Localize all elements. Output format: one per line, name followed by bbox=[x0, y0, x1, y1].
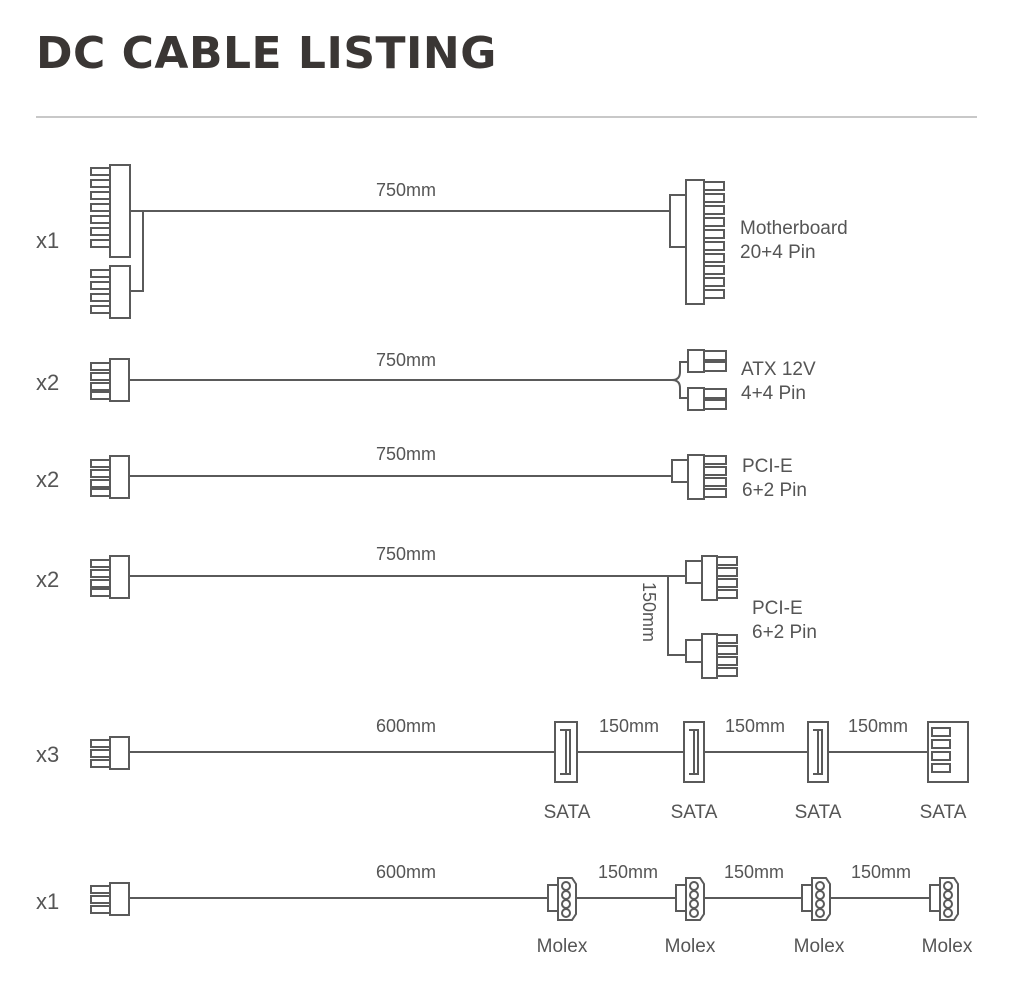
psu-connector-secondary bbox=[90, 265, 131, 319]
cable-length-label: 750mm bbox=[376, 350, 436, 370]
pcie-connector-2 bbox=[685, 633, 738, 679]
segment-length-label: 150mm bbox=[851, 862, 911, 882]
connector-label: Molex bbox=[665, 936, 716, 957]
sata-connector-1 bbox=[554, 721, 578, 783]
motherboard-connector bbox=[669, 179, 725, 305]
segment-length-label: 150mm bbox=[848, 716, 908, 736]
connector-label: SATA bbox=[795, 802, 842, 823]
connector-label: SATA bbox=[920, 802, 967, 823]
connector-label: SATA bbox=[671, 802, 718, 823]
cable-molex: x1 600mm 150mm 150mm 150mm bbox=[36, 862, 973, 957]
cable-pcie-single: x2 750mm PCI-E 6+2 Pin bbox=[36, 444, 807, 501]
cable-pcie-dual: x2 750mm 150mm PCI-E 6+2 bbox=[36, 544, 817, 679]
psu-connector bbox=[90, 358, 130, 402]
cable-quantity: x1 bbox=[36, 228, 59, 253]
molex-connector-1 bbox=[547, 877, 577, 921]
psu-connector-main bbox=[90, 164, 131, 258]
segment-length-label: 150mm bbox=[598, 862, 658, 882]
cable-atx-12v: x2 750mm ATX 12V 4+4 Pin bbox=[36, 349, 816, 411]
connector-label-line2: 20+4 Pin bbox=[740, 242, 816, 263]
psu-connector bbox=[90, 555, 130, 599]
title-divider bbox=[36, 116, 977, 118]
cable-quantity: x3 bbox=[36, 742, 59, 767]
cable-sata: x3 600mm 150mm 150mm 150mm bbox=[36, 716, 969, 823]
pcie-connector-1 bbox=[685, 555, 738, 601]
segment-length-label: 150mm bbox=[599, 716, 659, 736]
cable-motherboard: x1 750mm bbox=[36, 164, 848, 319]
connector-label: Molex bbox=[794, 936, 845, 957]
molex-connector-2 bbox=[675, 877, 705, 921]
connector-label: SATA bbox=[544, 802, 591, 823]
cable-quantity: x2 bbox=[36, 370, 59, 395]
cable-quantity: x2 bbox=[36, 567, 59, 592]
connector-label-line1: Motherboard bbox=[740, 218, 848, 239]
molex-connector-4 bbox=[929, 877, 959, 921]
branch-length-label: 150mm bbox=[639, 582, 659, 642]
cable-quantity: x2 bbox=[36, 467, 59, 492]
psu-connector bbox=[90, 455, 130, 499]
atx-12v-connector bbox=[687, 349, 727, 411]
cable-length-label: 750mm bbox=[376, 444, 436, 464]
cable-length-label: 750mm bbox=[376, 544, 436, 564]
molex-connector-3 bbox=[801, 877, 831, 921]
connector-label-line2: 4+4 Pin bbox=[741, 383, 806, 404]
sata-connector-3 bbox=[807, 721, 829, 783]
sata-connector-2 bbox=[683, 721, 705, 783]
psu-connector bbox=[90, 882, 130, 916]
pcie-connector bbox=[671, 454, 727, 500]
cable-quantity: x1 bbox=[36, 889, 59, 914]
connector-label: Molex bbox=[922, 936, 973, 957]
connector-label-line2: 6+2 Pin bbox=[742, 480, 807, 501]
connector-label-line1: ATX 12V bbox=[741, 359, 816, 380]
segment-length-label: 150mm bbox=[725, 716, 785, 736]
segment-length-label: 150mm bbox=[724, 862, 784, 882]
connector-label-line1: PCI-E bbox=[742, 456, 793, 477]
connector-label: Molex bbox=[537, 936, 588, 957]
sata-connector-4 bbox=[927, 721, 969, 783]
page-title: DC CABLE LISTING bbox=[36, 28, 497, 79]
psu-connector bbox=[90, 736, 130, 770]
connector-label-line2: 6+2 Pin bbox=[752, 622, 817, 643]
cable-length-label: 600mm bbox=[376, 716, 436, 736]
cable-length-label: 600mm bbox=[376, 862, 436, 882]
connector-label-line1: PCI-E bbox=[752, 598, 803, 619]
cable-length-label: 750mm bbox=[376, 180, 436, 200]
